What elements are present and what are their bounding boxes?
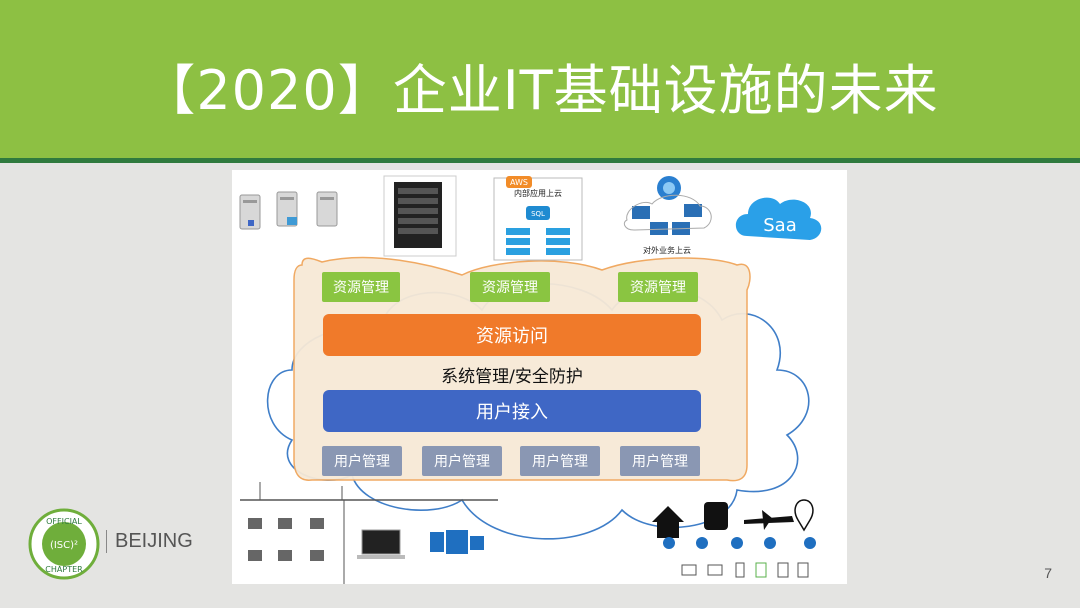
mobile-users-icon <box>663 537 816 549</box>
office-network-icon <box>240 482 498 584</box>
logo-ring-top: OFFICIAL <box>46 517 82 526</box>
slide-title: 【2020】企业IT基础设施的未来 <box>141 59 939 122</box>
desktop-computers-icon <box>248 518 324 561</box>
system-management-label: 系统管理/安全防护 <box>441 367 583 387</box>
infrastructure-diagram: AWS 内部应用上云 SQL 对外业务上云 Saa <box>232 170 847 584</box>
aws-badge: AWS <box>510 178 528 187</box>
rack-server-icon <box>383 175 457 257</box>
user-mgmt-label-2: 用户管理 <box>434 453 490 470</box>
page-number: 7 <box>1044 565 1052 581</box>
external-business-cloud-icon: 对外业务上云 <box>623 176 712 255</box>
saas-label: Saa <box>763 215 797 236</box>
home-icon <box>652 506 684 538</box>
sql-label: SQL <box>531 210 545 218</box>
logo-center: (ISC)² <box>50 540 78 551</box>
resource-mgmt-label-1: 资源管理 <box>333 280 389 296</box>
map-pin-icon <box>794 499 814 532</box>
logo-ring-bottom: CHAPTER <box>45 565 83 574</box>
endpoints-icon-group <box>652 499 816 578</box>
laptop-icon <box>357 529 405 559</box>
mobile-devices-icon <box>430 530 484 554</box>
isc2-chapter-logo: OFFICIAL (ISC)² CHAPTER <box>28 508 100 580</box>
resource-mgmt-label-2: 资源管理 <box>482 280 538 296</box>
chapter-city-label: BEIJING <box>106 530 193 553</box>
resource-access-bar <box>323 314 701 356</box>
resource-access-label: 资源访问 <box>476 326 548 347</box>
user-management-row: 用户管理 用户管理 用户管理 用户管理 <box>322 446 700 476</box>
user-mgmt-label-3: 用户管理 <box>532 453 588 470</box>
user-mgmt-label-4: 用户管理 <box>632 453 688 470</box>
aws-caption: 内部应用上云 <box>514 188 562 198</box>
client-devices-icon <box>681 562 809 578</box>
train-icon <box>704 502 728 530</box>
resource-management-row: 资源管理 资源管理 资源管理 <box>322 272 698 302</box>
resource-mgmt-label-3: 资源管理 <box>630 280 686 296</box>
slide-header: 【2020】企业IT基础设施的未来 <box>0 0 1080 163</box>
user-mgmt-label-1: 用户管理 <box>334 453 390 470</box>
aws-internal-cloud-icon: AWS 内部应用上云 SQL <box>493 176 583 261</box>
airplane-icon <box>744 510 794 530</box>
server-icon-group <box>239 191 338 230</box>
user-access-bar <box>323 390 701 432</box>
saas-cloud-icon: Saa <box>735 197 822 240</box>
user-access-label: 用户接入 <box>476 402 548 423</box>
external-caption: 对外业务上云 <box>643 245 691 255</box>
